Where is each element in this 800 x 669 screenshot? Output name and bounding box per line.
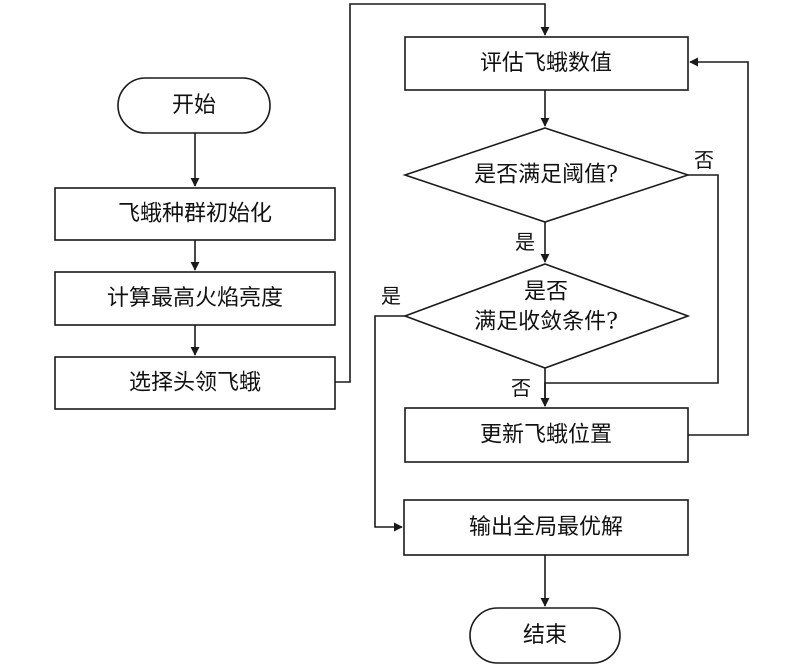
start-label: 开始 — [172, 93, 216, 118]
end-node: 结束 — [469, 607, 621, 664]
update-label: 更新飞蛾位置 — [480, 423, 612, 448]
evaluate-label: 评估飞蛾数值 — [480, 51, 612, 76]
compute-process: 计算最高火焰亮度 — [54, 271, 336, 326]
converge-no-label: 否 — [511, 376, 531, 400]
output-process: 输出全局最优解 — [403, 499, 689, 556]
converge-label-line2: 满足收敛条件? — [474, 310, 618, 335]
threshold-decision: 是否满足阈值? — [402, 127, 691, 223]
converge-yes-label: 是 — [381, 284, 401, 308]
compute-label: 计算最高火焰亮度 — [107, 286, 283, 311]
threshold-yes-label: 是 — [515, 230, 535, 254]
edge-converge-yes — [374, 315, 405, 532]
converge-decision: 是否 满足收敛条件? — [402, 263, 691, 369]
edge-select-evaluate — [335, 3, 550, 383]
select-process: 选择头领飞蛾 — [54, 356, 336, 410]
output-label: 输出全局最优解 — [469, 515, 623, 540]
threshold-no-label: 否 — [694, 148, 714, 172]
threshold-label: 是否满足阈值? — [474, 163, 618, 188]
select-label: 选择头领飞蛾 — [129, 371, 261, 396]
init-process: 飞蛾种群初始化 — [54, 187, 336, 241]
evaluate-process: 评估飞蛾数值 — [404, 36, 689, 91]
init-label: 飞蛾种群初始化 — [118, 202, 272, 227]
update-process: 更新飞蛾位置 — [404, 407, 689, 463]
edge-update-evaluate — [688, 57, 749, 436]
end-label: 结束 — [523, 623, 567, 648]
start-node: 开始 — [117, 77, 271, 134]
converge-label-line1: 是否 — [524, 280, 568, 305]
